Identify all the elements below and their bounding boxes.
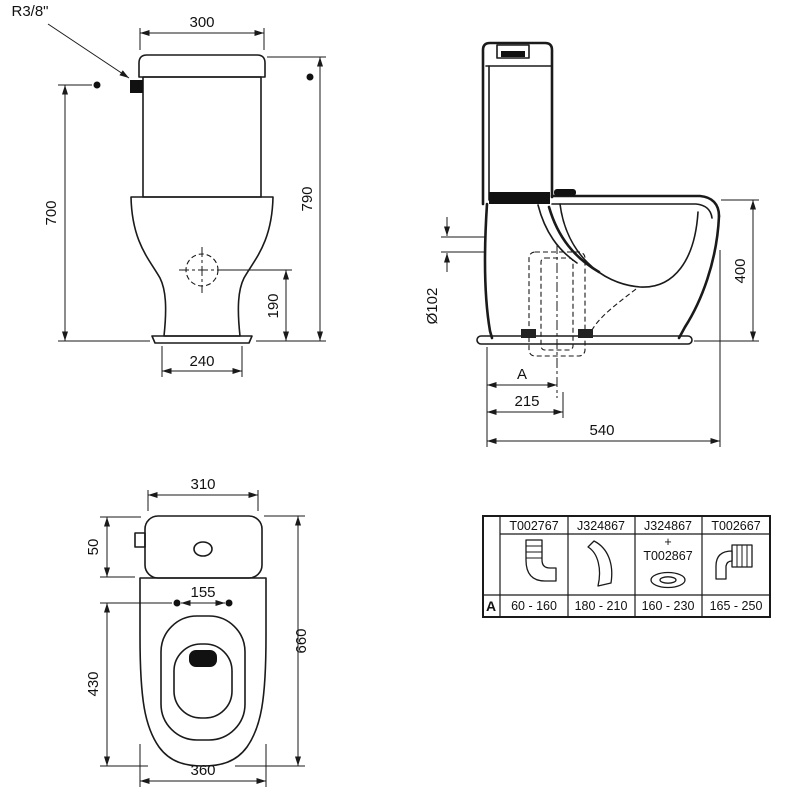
dim-700-label: 700 [43,200,60,225]
seat-hinge-side [554,189,576,196]
dim-A-label: A [517,366,527,383]
seat-outline-top [139,577,267,767]
bowl-opening-top [173,643,233,719]
part-number: T002667 [711,519,760,533]
dim-310-label: 310 [190,476,215,493]
seat-top-side [550,194,721,218]
part-number: J324867 [644,519,692,533]
table-row-label: A [486,598,496,614]
hinge-hole-right [225,599,233,607]
part-number-plus: + [664,535,671,549]
table-border [482,515,771,618]
dim-155-label: 155 [190,584,215,601]
dim-215-label: 215 [514,393,539,410]
inlet-tab-top [134,532,146,548]
flush-mechanism [489,192,550,204]
pedestal-front-side [483,202,494,340]
dim-790-label: 790 [299,186,316,211]
dim-360-label: 360 [190,762,215,779]
range-value: 165 - 250 [710,599,763,613]
flush-channel [547,205,601,274]
bowl-back-side [677,214,721,340]
cistern-side [481,41,554,206]
flush-outlet-top [189,650,217,667]
dim-540-label: 540 [589,422,614,439]
seat-ring-top [160,615,246,741]
dim-diameter-label: Ø102 [424,288,441,325]
dim-400-label: 400 [732,258,749,283]
inlet-reference-dot [93,81,101,89]
flush-button-side [496,44,530,59]
hidden-outlet-pipe [528,251,586,357]
bowl-base-front [151,335,253,344]
range-value: 180 - 210 [575,599,628,613]
dim-190-label: 190 [265,293,282,318]
adapter-table: A T002767 J324867 J324867 + T002867 T002… [482,515,771,618]
cistern-body-front [142,76,262,198]
dim-660-label: 660 [293,628,310,653]
top-view: 310 155 50 430 660 360 [85,476,310,787]
hinge-hole-left [173,599,181,607]
flush-button-top [193,541,213,557]
range-value: 60 - 160 [511,599,557,613]
part-number: J324867 [577,519,625,533]
dim-430-label: 430 [85,671,102,696]
cistern-lid-front [138,54,266,78]
offset-pipe-adapter-icon [715,544,753,580]
water-connection-label: R3/8" [11,3,48,20]
range-value: 160 - 230 [642,599,695,613]
curved-connector-icon [587,540,613,587]
dim-50-label: 50 [85,539,102,556]
front-view: R3/8" 300 700 790 190 240 [11,3,326,377]
water-inlet-valve [130,80,143,93]
part-number: T002767 [509,519,558,533]
part-number: T002867 [643,549,692,563]
dim-240-label: 240 [189,353,214,370]
height-reference-dot [306,73,314,81]
dim-300-label: 300 [189,14,214,31]
gasket-ring-icon [650,571,686,589]
elbow-adapter-icon [525,539,557,582]
side-view: Ø102 400 A 215 540 [424,41,759,447]
cistern-top [144,515,263,579]
bowl-cavity-side [559,203,699,288]
